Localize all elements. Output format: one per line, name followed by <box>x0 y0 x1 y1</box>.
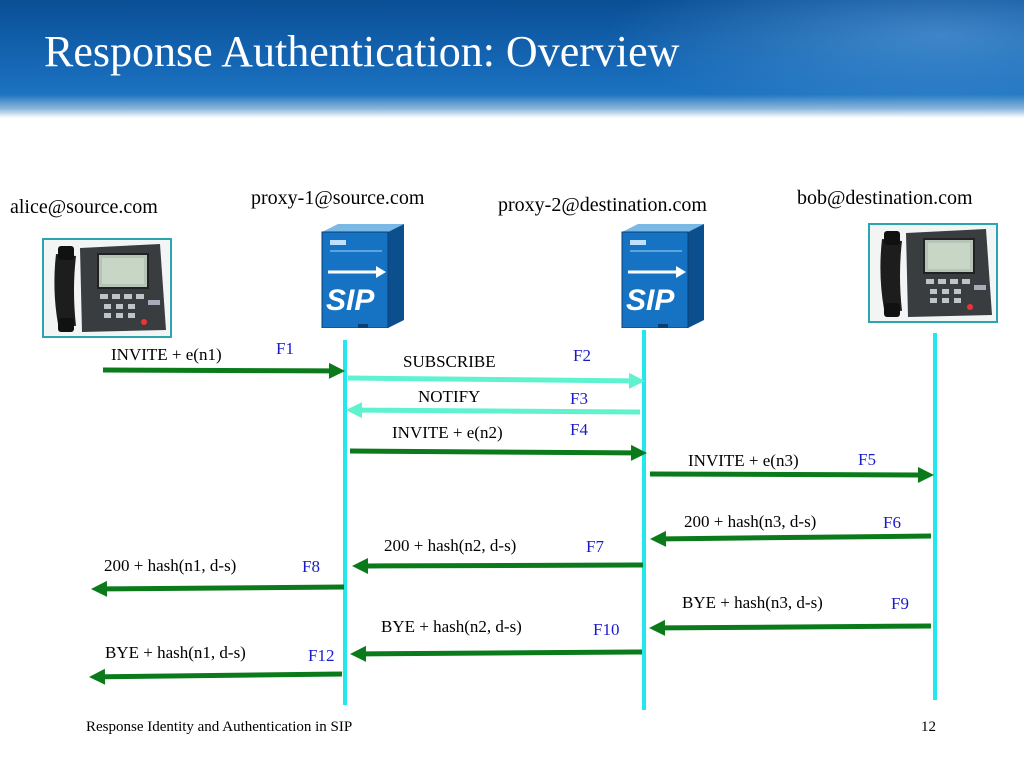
svg-text:SIP: SIP <box>326 284 375 317</box>
flow-id-f2: F2 <box>573 346 591 365</box>
arrow-head <box>352 557 369 574</box>
title-banner-glow <box>604 0 1024 118</box>
actor-label-proxy1: proxy-1@source.com <box>251 187 425 209</box>
title-banner: Response Authentication: Overview <box>0 0 1024 118</box>
slide-footer: Response Identity and Authentication in … <box>86 719 353 735</box>
alice-phone <box>42 238 172 338</box>
message-label-f12: BYE + hash(n1, d-s) <box>105 643 246 662</box>
arrow-f12 <box>89 668 343 685</box>
flow-id-f7: F7 <box>586 537 604 556</box>
message-label-f2: SUBSCRIBE <box>403 352 496 371</box>
arrow-f2 <box>347 372 645 389</box>
arrow-head <box>630 444 647 461</box>
arrow-f4 <box>349 444 647 461</box>
ip-phone-icon <box>44 240 170 336</box>
sip-server-icon: SIP <box>621 224 704 329</box>
arrow-shaft <box>665 533 932 542</box>
bob-phone <box>868 223 998 323</box>
arrow-f8 <box>91 580 345 597</box>
actor-label-proxy2: proxy-2@destination.com <box>498 194 707 216</box>
lifeline-proxy1 <box>343 340 347 705</box>
arrow-head <box>346 402 363 419</box>
message-label-f3: NOTIFY <box>418 387 481 406</box>
arrow-head <box>628 372 645 389</box>
arrow-shaft <box>104 671 343 680</box>
arrow-head <box>91 580 108 597</box>
proxy2-server: SIP <box>618 224 704 329</box>
message-label-f5: INVITE + e(n3) <box>688 451 799 470</box>
message-label-f8: 200 + hash(n1, d-s) <box>104 556 237 575</box>
flow-id-f10: F10 <box>593 620 620 639</box>
slide-title: Response Authentication: Overview <box>44 27 680 76</box>
flow-id-f6: F6 <box>883 513 901 532</box>
flow-id-f4: F4 <box>570 420 588 439</box>
arrow-shaft <box>649 471 919 478</box>
sip-server-icon: SIP <box>321 224 404 329</box>
arrow-f1 <box>102 362 345 379</box>
message-label-f1: INVITE + e(n1) <box>111 345 222 364</box>
flow-id-f5: F5 <box>858 450 876 469</box>
actor-label-bob: bob@destination.com <box>797 187 973 209</box>
arrow-f9 <box>649 619 932 636</box>
arrow-head <box>649 619 666 636</box>
arrow-head <box>89 668 106 685</box>
lifeline-proxy2 <box>642 330 646 710</box>
svg-text:SIP: SIP <box>626 284 675 317</box>
proxy1-server: SIP <box>318 224 404 329</box>
arrow-shaft <box>102 367 330 374</box>
page-number: 12 <box>921 719 936 735</box>
flow-id-f12: F12 <box>308 646 335 665</box>
flow-id-f3: F3 <box>570 389 588 408</box>
message-label-f4: INVITE + e(n2) <box>392 423 503 442</box>
arrow-shaft <box>347 375 630 384</box>
arrow-head <box>650 530 667 547</box>
arrow-shaft <box>365 649 643 657</box>
message-label-f9: BYE + hash(n3, d-s) <box>682 593 823 612</box>
arrow-head <box>350 645 367 662</box>
arrow-shaft <box>106 584 345 592</box>
message-label-f10: BYE + hash(n2, d-s) <box>381 617 522 636</box>
arrow-shaft <box>367 562 644 569</box>
arrow-f10 <box>350 645 643 662</box>
arrow-f6 <box>650 530 932 547</box>
arrow-head <box>328 362 345 379</box>
arrow-shaft <box>664 623 932 631</box>
message-label-f7: 200 + hash(n2, d-s) <box>384 536 517 555</box>
arrow-f5 <box>649 466 934 483</box>
flow-id-f8: F8 <box>302 557 320 576</box>
message-label-f6: 200 + hash(n3, d-s) <box>684 512 817 531</box>
flow-id-f9: F9 <box>891 594 909 613</box>
actor-label-alice: alice@source.com <box>10 196 158 218</box>
ip-phone-icon <box>870 225 996 321</box>
lifeline-bob <box>933 333 937 700</box>
arrow-shaft <box>349 448 632 456</box>
arrow-head <box>917 466 934 483</box>
arrow-f7 <box>352 557 644 574</box>
arrow-shaft <box>361 407 641 415</box>
arrow-f3 <box>346 402 641 419</box>
flow-id-f1: F1 <box>276 339 294 358</box>
